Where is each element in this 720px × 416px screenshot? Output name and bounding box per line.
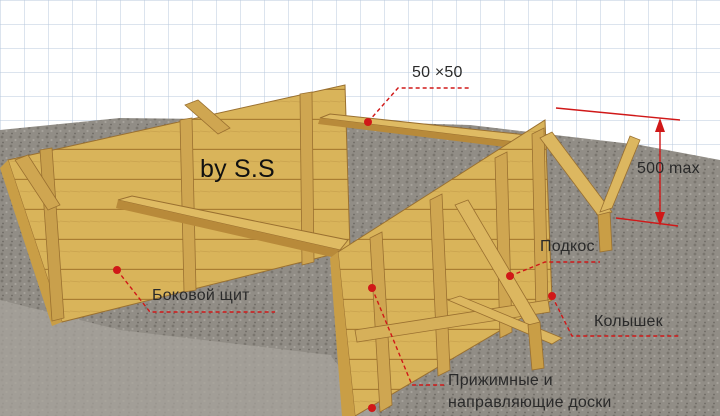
left-side-panel xyxy=(0,84,351,326)
ground-foreground xyxy=(0,300,380,416)
height-dimension xyxy=(555,107,681,227)
watermark: by S.S xyxy=(200,155,275,183)
max-height-label: 500 max xyxy=(637,160,700,177)
leader-lines xyxy=(116,87,680,386)
front-cross-rail xyxy=(116,195,349,258)
board-size-label: 50 ×50 xyxy=(412,64,463,81)
stakes xyxy=(527,211,613,371)
leader-dots xyxy=(113,118,556,412)
right-side-panel xyxy=(330,119,553,416)
stake-label: Колышек xyxy=(594,313,663,330)
side-panel-label: Боковой щит xyxy=(152,287,250,304)
clamp-label-line2: направляющие доски xyxy=(448,394,612,411)
clamp-label-line1: Прижимные и xyxy=(448,372,553,389)
brace-label: Подкос xyxy=(540,238,595,255)
